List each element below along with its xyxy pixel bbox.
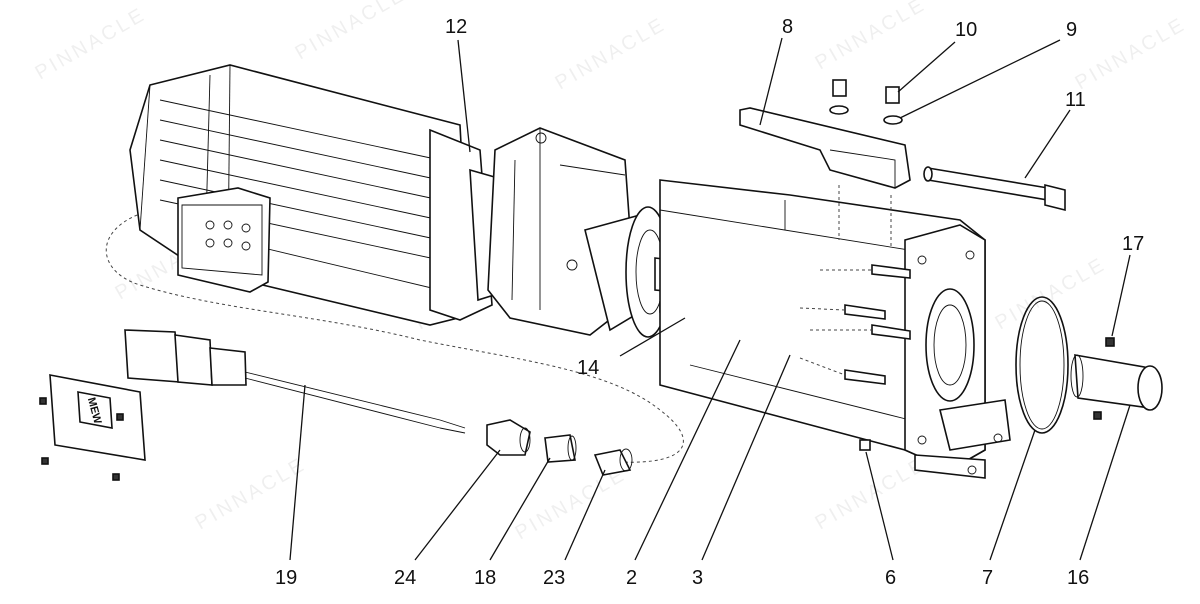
setscrew-lower xyxy=(1093,411,1102,420)
leader-lines xyxy=(289,37,1131,561)
callout-9: 9 xyxy=(1066,19,1077,41)
svg-text:PINNACLE: PINNACLE xyxy=(992,253,1110,334)
svg-text:PINNACLE: PINNACLE xyxy=(1072,13,1190,94)
callout-16: 16 xyxy=(1067,567,1089,589)
svg-text:PINNACLE: PINNACLE xyxy=(292,0,410,64)
callout-7: 7 xyxy=(982,567,993,589)
callout-6: 6 xyxy=(885,567,896,589)
oring-part-7-inner xyxy=(1019,300,1065,430)
washer-part-9 xyxy=(883,115,903,125)
svg-text:PINNACLE: PINNACLE xyxy=(192,453,310,534)
svg-text:PINNACLE: PINNACLE xyxy=(32,3,150,84)
sleeve-part-16 xyxy=(1070,354,1163,411)
frame-bolts xyxy=(799,264,911,385)
oring-part-7 xyxy=(1015,296,1069,434)
setscrew-part-17 xyxy=(1105,337,1115,347)
terminal-box xyxy=(177,187,271,293)
svg-text:PINNACLE: PINNACLE xyxy=(512,463,630,544)
callout-labels: 12 8 10 9 11 17 14 19 24 18 23 2 3 6 7 1… xyxy=(275,16,1144,589)
svg-text:PINNACLE: PINNACLE xyxy=(812,453,930,534)
callout-3: 3 xyxy=(692,567,703,589)
bracket-part-8 xyxy=(739,107,911,189)
motor-part-12 xyxy=(129,64,511,326)
callout-14: 14 xyxy=(577,357,599,379)
bolt-part-11 xyxy=(923,166,1066,212)
callout-17: 17 xyxy=(1122,233,1144,255)
fitting-part-23 xyxy=(593,448,633,476)
callout-23: 23 xyxy=(543,567,565,589)
callout-24: 24 xyxy=(394,567,416,589)
callout-10: 10 xyxy=(955,19,977,41)
callout-19: 19 xyxy=(275,567,297,589)
nut-part-18 xyxy=(544,434,577,463)
nut-part-6 xyxy=(859,439,871,451)
mounting-frame xyxy=(659,179,1011,479)
cover-plate: MEW xyxy=(39,374,146,481)
callout-12: 12 xyxy=(445,16,467,38)
gland-part-24 xyxy=(486,419,531,456)
cable-part-19 xyxy=(124,329,466,434)
svg-text:PINNACLE: PINNACLE xyxy=(812,0,930,74)
cable-path-dashed xyxy=(105,204,684,463)
svg-text:PINNACLE: PINNACLE xyxy=(552,13,670,94)
callout-11: 11 xyxy=(1065,89,1086,111)
callout-8: 8 xyxy=(782,16,793,38)
screw-part-10 xyxy=(829,79,900,115)
callout-2: 2 xyxy=(626,567,637,589)
callout-18: 18 xyxy=(474,567,496,589)
